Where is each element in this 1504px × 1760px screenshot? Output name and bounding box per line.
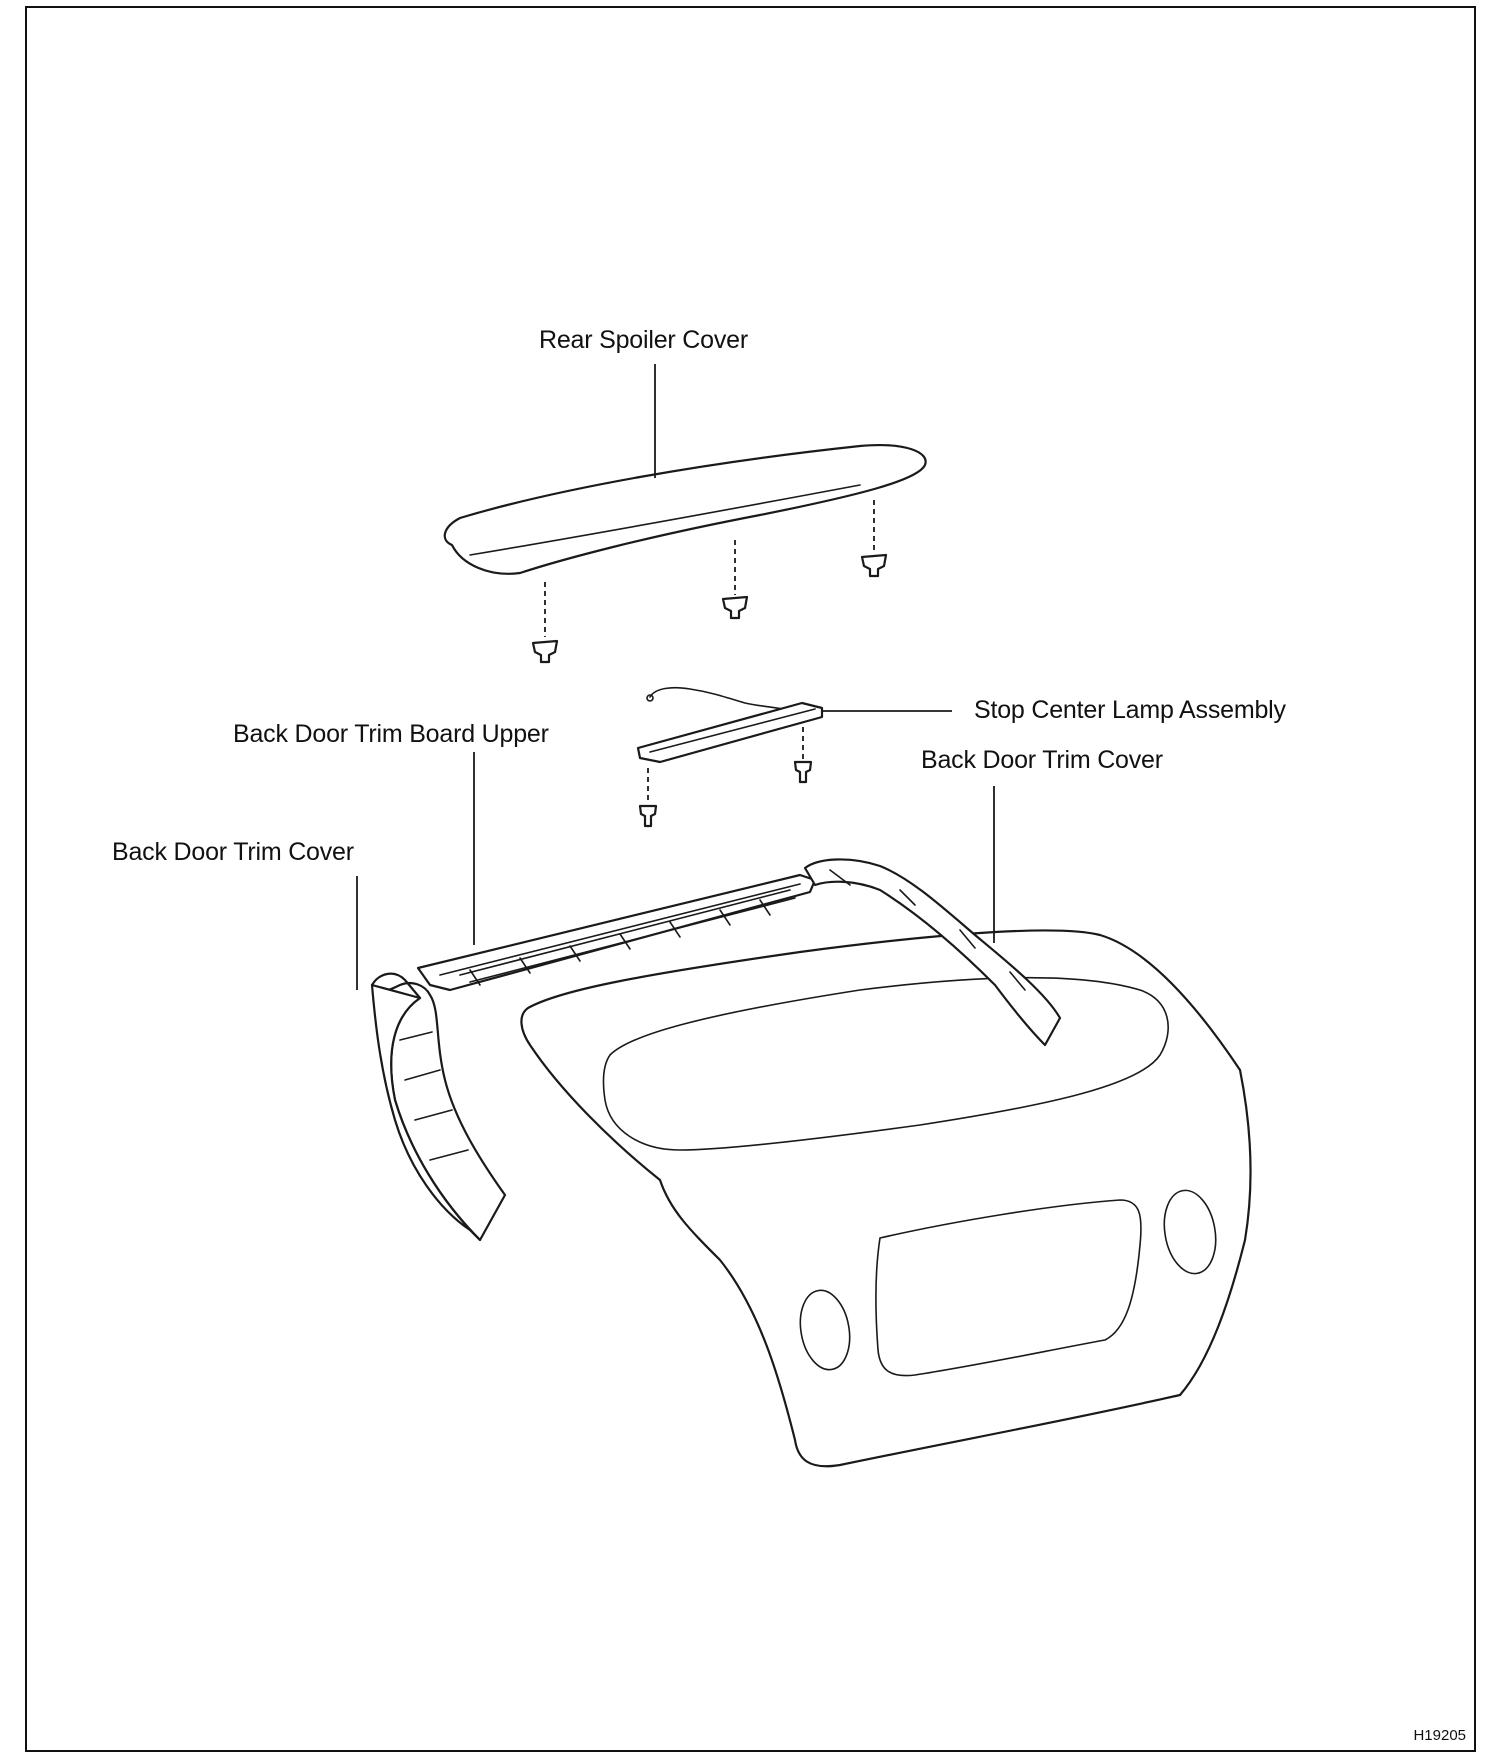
label-back-door-trim-board-upper: Back Door Trim Board Upper bbox=[233, 720, 549, 748]
back-door-trim-cover-left bbox=[370, 972, 507, 1242]
leader-lines bbox=[356, 364, 995, 990]
label-rear-spoiler-cover: Rear Spoiler Cover bbox=[539, 326, 748, 354]
back-door-trim-board-upper bbox=[416, 873, 817, 992]
figure-code: H19205 bbox=[1413, 1727, 1466, 1744]
clip-fasteners bbox=[531, 500, 888, 664]
back-door-trim-cover-right bbox=[803, 858, 1062, 1047]
stop-center-lamp-assembly bbox=[636, 686, 824, 828]
rear-spoiler-cover bbox=[443, 444, 927, 575]
diagram-frame bbox=[25, 6, 1476, 1752]
label-stop-center-lamp-assembly: Stop Center Lamp Assembly bbox=[974, 696, 1286, 724]
back-door-panel bbox=[520, 929, 1252, 1468]
label-back-door-trim-cover-right: Back Door Trim Cover bbox=[921, 746, 1163, 774]
label-back-door-trim-cover-left: Back Door Trim Cover bbox=[112, 838, 354, 866]
